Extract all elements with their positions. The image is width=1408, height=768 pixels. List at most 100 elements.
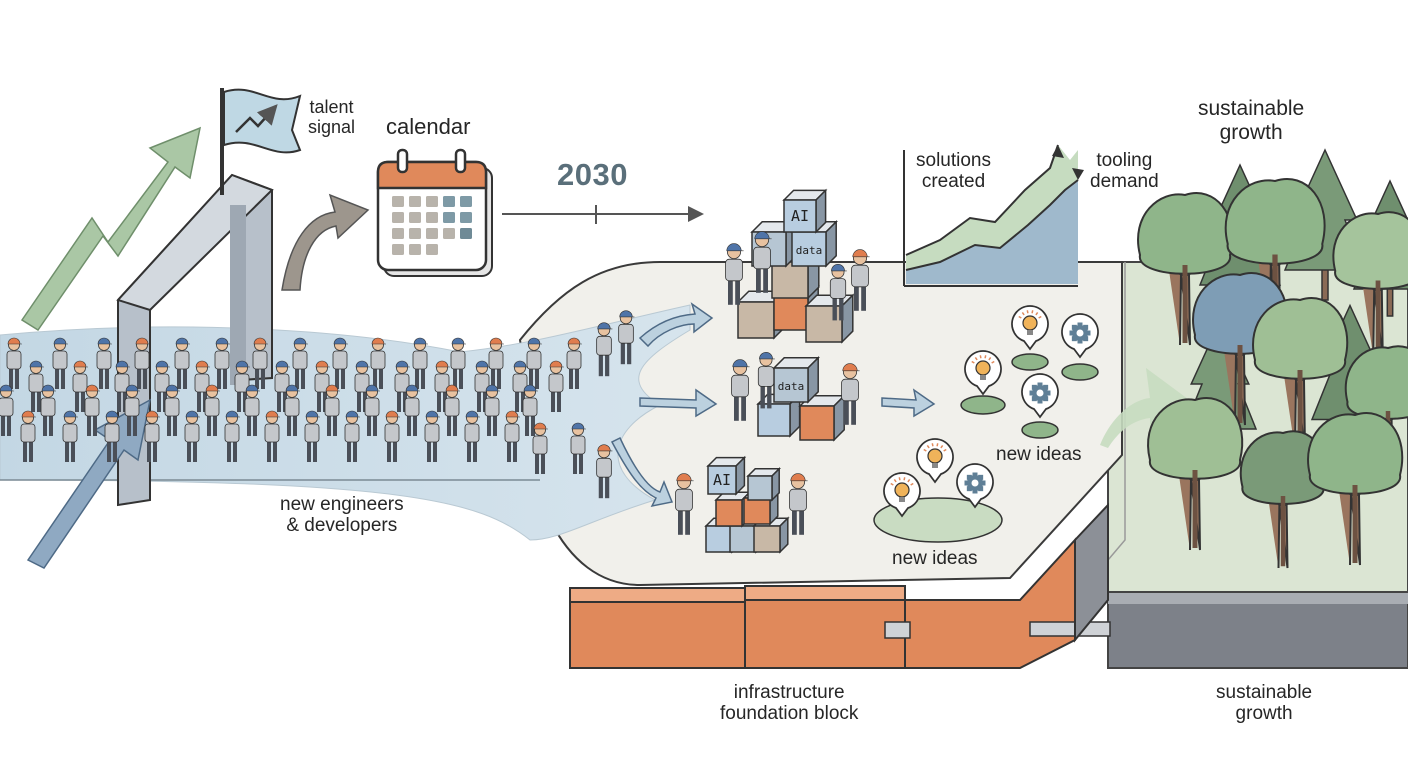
worker-icon [566,337,582,389]
worker-icon [264,410,280,462]
worker-icon [96,337,112,389]
worker-icon [731,359,750,421]
worker-icon [841,363,860,425]
tree-icon [1307,412,1404,566]
worker-icon [789,473,808,535]
label-sustainable-growth-bottom: sustainable growth [1216,682,1312,725]
worker-icon [344,410,360,462]
label-infrastructure-line1: infrastructure [733,682,845,703]
worker-icon [324,384,340,436]
label-solutions-created: solutions created [916,150,991,193]
growth-zigzag-arrow [20,126,202,332]
block: AI [706,455,747,496]
label-engineers-line2: & developers [286,515,398,537]
worker-icon [532,422,548,474]
worker-icon [28,360,44,412]
label-new-ideas-lower: new ideas [892,548,978,569]
worker-icon [488,337,504,389]
worker-icon [52,337,68,389]
worker-icon [244,384,260,436]
worker-icon [204,384,220,436]
worker-icon [548,360,564,412]
label-talent-signal: talent signal [308,97,355,137]
worker-icon [62,410,78,462]
lightbulb-icon [964,350,1002,396]
worker-icon [596,322,613,377]
gear-icon [956,463,994,509]
label-growth-top-line2: growth [1219,120,1283,144]
label-talent-signal-line1: talent [309,97,354,117]
block: AI [782,188,828,234]
label-tooling-line1: tooling [1096,150,1153,171]
worker-icon [284,384,300,436]
label-tooling-demand: tooling demand [1090,150,1159,193]
tree-icon [1239,430,1327,569]
worker-icon [364,384,380,436]
block: data [772,355,821,404]
worker-icon [522,384,538,436]
worker-icon [675,473,694,535]
worker-icon [354,360,370,412]
tree-icon [1332,211,1408,357]
worker-icon [224,410,240,462]
worker-icon [753,231,772,293]
arrow-icon [281,193,370,291]
worker-icon [450,337,466,389]
block [804,293,855,344]
label-engineers-line1: new engineers [280,494,404,515]
area-chart [903,144,1084,287]
worker-icon [384,410,400,462]
worker-icon [252,337,268,389]
arrow-icon [1100,368,1192,448]
worker-icon [412,337,428,389]
worker-icon [332,337,348,389]
gear-icon [1021,373,1059,419]
worker-icon [370,337,386,389]
worker-icon [757,352,775,409]
worker-icon [444,384,460,436]
label-growth-bottom-line1: sustainable [1216,682,1313,703]
block-label: data [796,244,823,257]
worker-icon [424,410,440,462]
label-tooling-line2: demand [1090,171,1159,193]
worker-icon [20,410,36,462]
label-new-ideas-upper: new ideas [996,444,1082,465]
label-new-engineers: new engineers & developers [280,494,404,537]
label-sustainable-growth-top: sustainable growth [1198,97,1304,144]
flow-arrows [610,302,936,508]
worker-icon [124,384,140,436]
calendar-grid [392,196,472,255]
lightbulb-icon [883,472,921,518]
worker-icon [84,384,100,436]
worker-icon [404,384,420,436]
forest [1137,148,1408,569]
worker-icon [464,410,480,462]
gear-icon [1061,313,1099,359]
worker-icon [484,384,500,436]
worker-icon [292,337,308,389]
worker-icon [570,422,586,474]
label-growth-bottom-line2: growth [1235,703,1293,725]
worker-icon [851,249,870,311]
block [746,466,782,502]
worker-icon [144,410,160,462]
label-infrastructure: infrastructure foundation block [720,682,858,725]
worker-icon [504,410,520,462]
tree-icon [1147,397,1244,551]
worker-icon [164,384,180,436]
label-infrastructure-line2: foundation block [720,703,859,725]
worker-icon [174,337,190,389]
label-growth-top-line1: sustainable [1198,97,1305,120]
label-calendar: calendar [386,114,471,139]
worker-icon [0,384,14,436]
foundation-blocks [569,502,1111,669]
worker-icon [40,384,56,436]
worker-icon [214,337,230,389]
label-solutions-line1: solutions [916,150,991,171]
label-year: 2030 [557,157,628,192]
flag-icon [220,88,302,195]
worker-icon [618,310,635,365]
worker-icon [72,360,88,412]
